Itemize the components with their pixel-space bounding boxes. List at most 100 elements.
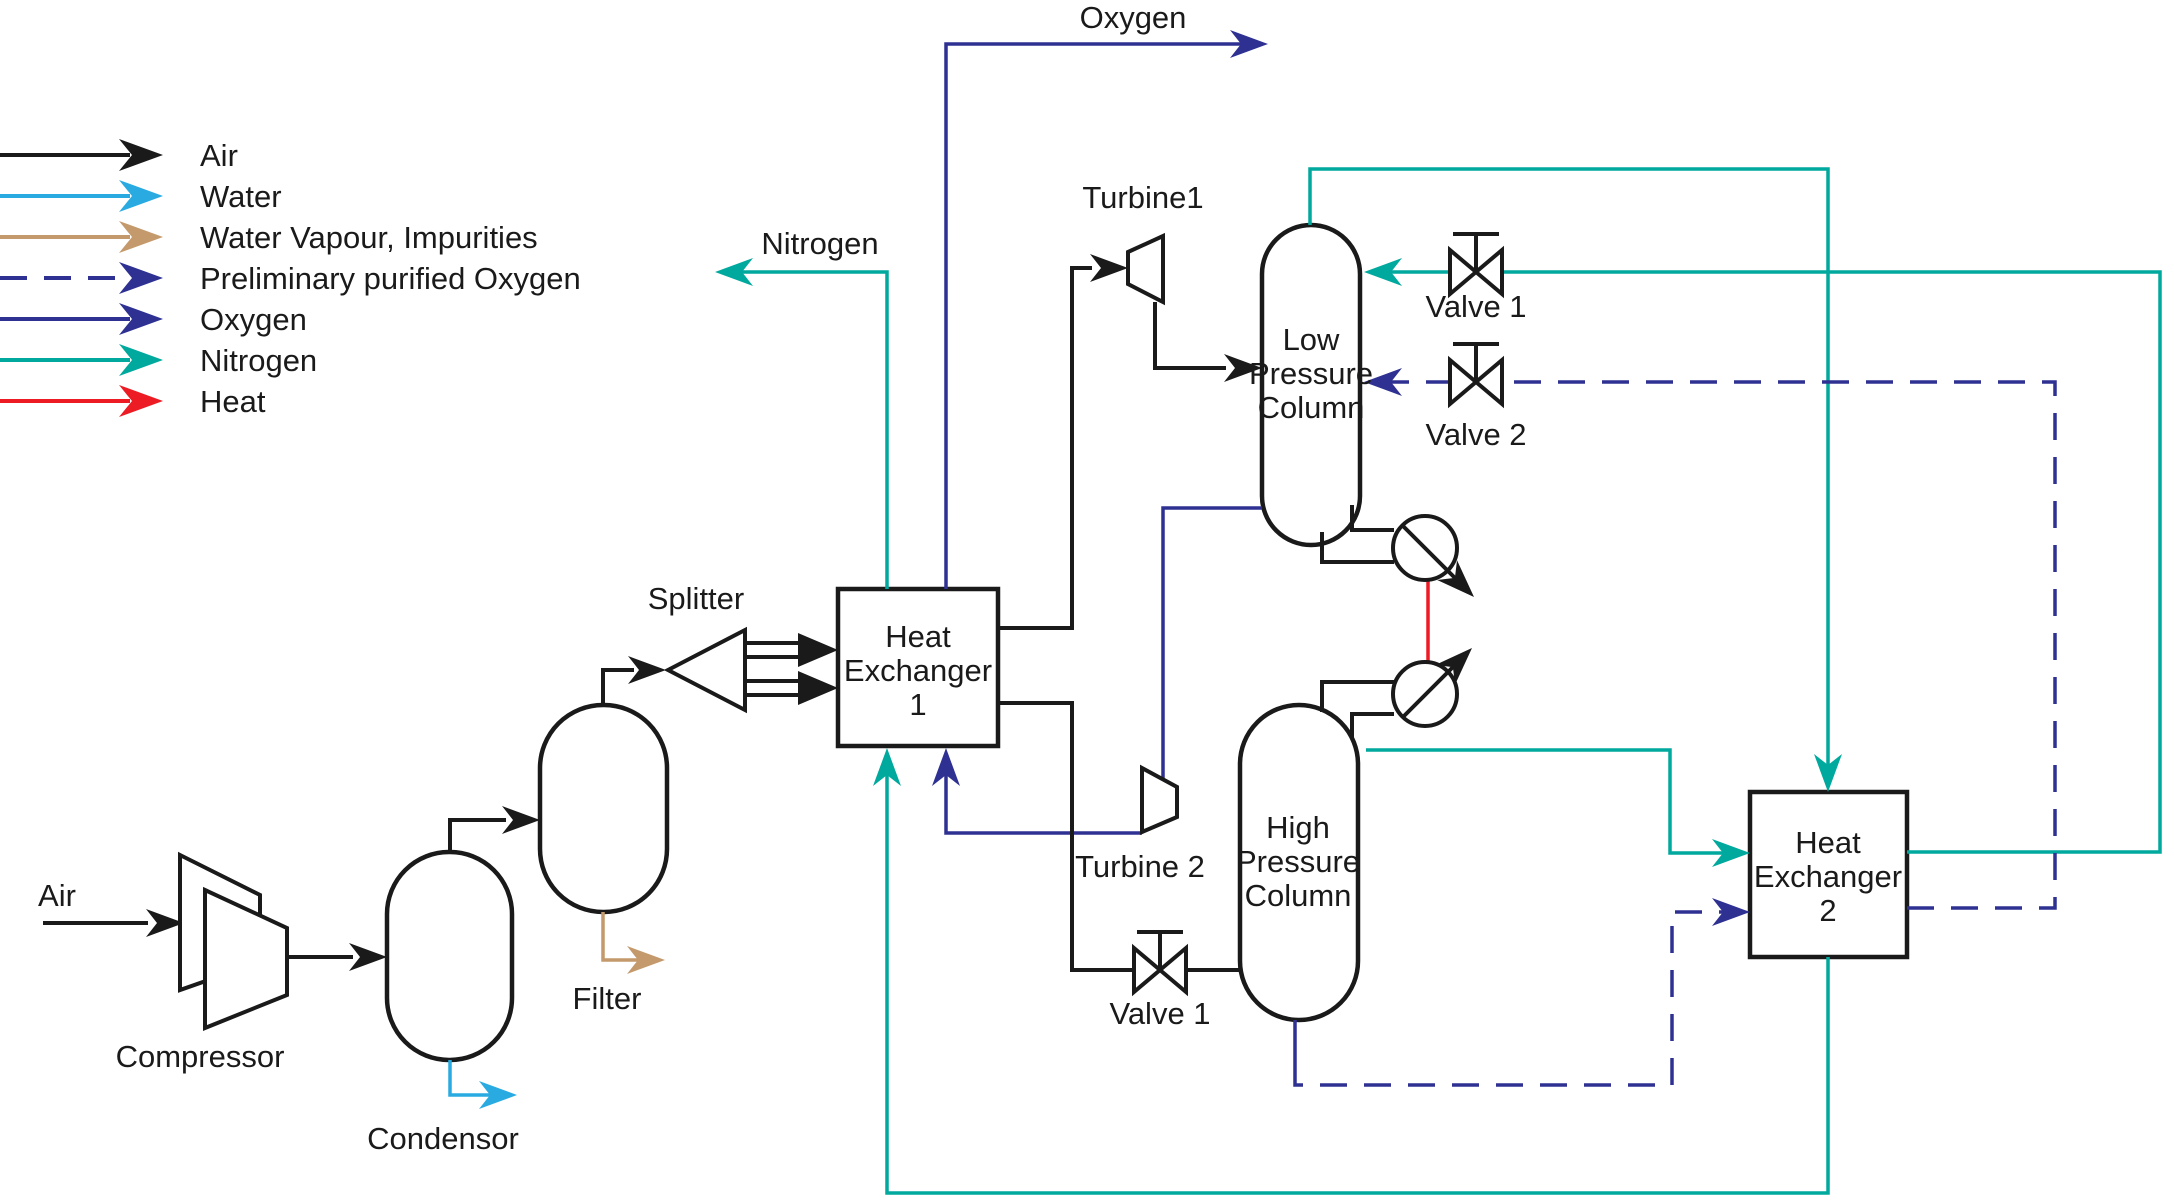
lpc-pump-duct <box>1320 532 1394 564</box>
valve2-left-wedge <box>1448 355 1480 409</box>
air-feed-label: Air <box>38 878 76 913</box>
turbine2-label: Turbine 2 <box>1075 849 1205 884</box>
hx1-label-line2: Exchanger <box>844 653 992 688</box>
vapour-drain-arrow-icon <box>627 946 665 974</box>
nitrogen-outlet-label: Nitrogen <box>761 226 878 261</box>
prelim-oxygen-into-lpc-arrow-icon <box>1364 368 1402 396</box>
pump-bottom-icon <box>1391 648 1472 728</box>
pump-top-icon <box>1391 514 1474 597</box>
oxygen-outlet-label: Oxygen <box>1080 0 1187 35</box>
valve1-top-stem <box>1453 232 1499 270</box>
splitter-label: Splitter <box>648 581 744 616</box>
splitter-hx1-lower-arrow-icon <box>798 671 838 705</box>
compressor-outlet-arrow-icon <box>349 943 387 971</box>
valve1-bottom-label: Valve 1 <box>1109 996 1210 1031</box>
filter-label: Filter <box>573 981 642 1016</box>
lpc-label-line2: Pressure <box>1249 356 1373 391</box>
stream-vapour-drain <box>601 912 653 962</box>
legend-item-water: Water <box>0 179 282 214</box>
hx2-label-line2: Exchanger <box>1754 859 1902 894</box>
legend-arrow-water-vapour-icon <box>119 221 163 253</box>
hpc-pump-duct-inner <box>1350 712 1394 739</box>
stream-oxygen-lpc-to-turbine2 <box>1161 506 1262 778</box>
stream-nitrogen-hx2-to-valve1 <box>1378 270 2162 854</box>
legend-item-preliminary-oxygen: Preliminary purified Oxygen <box>0 261 581 296</box>
valve2-right-wedge <box>1472 355 1504 409</box>
splitter-hx1-upper-arrow-icon <box>798 633 838 667</box>
lpc-label-line1: Low <box>1283 322 1340 357</box>
pipe-turbine1-to-lpc <box>1153 302 1226 370</box>
stream-nitrogen-hx2-to-hx1 <box>885 756 1830 1195</box>
oxygen-outlet-arrow-icon <box>1230 30 1268 58</box>
compressor-label: Compressor <box>116 1039 285 1074</box>
hx2-label-line3: 2 <box>1819 893 1836 928</box>
legend-arrow-oxygen-icon <box>119 303 163 335</box>
legend-item-water-vapour: Water Vapour, Impurities <box>0 220 538 255</box>
lpc-label-line3: Column <box>1258 390 1365 425</box>
pump-top-diagonal <box>1401 524 1460 583</box>
hx1-label-line3: 1 <box>909 687 926 722</box>
legend-label-nitrogen: Nitrogen <box>200 343 317 378</box>
low-pressure-column-label: Low Pressure Column <box>1249 322 1373 425</box>
nitrogen-into-hx1-arrow-icon <box>873 748 901 786</box>
valve1-top-right-wedge <box>1472 245 1504 299</box>
high-pressure-column-label: High Pressure Column <box>1236 810 1360 913</box>
valve1-top-left-wedge <box>1448 245 1480 299</box>
turbine1-label: Turbine1 <box>1082 180 1203 215</box>
legend-arrow-heat-icon <box>119 385 163 417</box>
filter-outlet-arrow-icon <box>628 656 666 684</box>
valve1-bottom-stem <box>1137 930 1183 968</box>
filter-vessel <box>537 702 670 915</box>
legend-item-heat: Heat <box>0 384 266 419</box>
heat-exchanger-1-label: Heat Exchanger 1 <box>844 619 992 722</box>
stream-nitrogen-outlet <box>730 270 889 589</box>
legend: Air Water Water Vapour, Impurities Preli… <box>0 138 581 419</box>
valve2-icon <box>1448 342 1504 409</box>
legend-label-air: Air <box>200 138 238 173</box>
nitrogen-into-lpc-arrow-icon <box>1364 258 1402 286</box>
stream-oxygen-turbine2-to-hx1 <box>944 756 1142 835</box>
pipe-hx1-to-valve1-bottom <box>998 701 1134 972</box>
legend-arrow-air-icon <box>119 139 163 171</box>
legend-item-air: Air <box>0 138 238 173</box>
turbine1-icon <box>1126 232 1165 306</box>
legend-label-oxygen: Oxygen <box>200 302 307 337</box>
valve1-top-icon <box>1448 232 1504 299</box>
pump-bottom-arrow-icon <box>1435 648 1472 685</box>
legend-arrow-water-icon <box>119 180 163 212</box>
stream-prelim-oxygen-hpc-to-hx2 <box>1293 910 1740 1087</box>
valve1-bottom-icon <box>1132 930 1188 997</box>
heat-exchanger-2-box <box>1747 789 1910 960</box>
legend-label-water-vapour: Water Vapour, Impurities <box>200 220 538 255</box>
legend-arrow-preliminary-oxygen-icon <box>119 262 163 294</box>
condensor-vessel <box>384 849 515 1063</box>
legend-label-preliminary-oxygen: Preliminary purified Oxygen <box>200 261 581 296</box>
legend-label-heat: Heat <box>200 384 266 419</box>
oxygen-into-hx1-arrow-icon <box>932 748 960 786</box>
condensor-outlet-arrow-icon <box>502 806 540 834</box>
valve1-bottom-right-wedge <box>1156 943 1188 997</box>
high-pressure-column-vessel <box>1237 702 1361 1023</box>
stream-nitrogen-lpc-to-hx2 <box>1308 167 1830 784</box>
heat-exchanger-2-label: Heat Exchanger 2 <box>1754 825 1902 928</box>
lpc-pump-duct-inner <box>1350 505 1394 532</box>
legend-item-oxygen: Oxygen <box>0 302 307 337</box>
hpc-pump-duct <box>1320 680 1394 712</box>
pipe-splitter-to-hx1-lower <box>745 679 801 697</box>
hpc-label-line3: Column <box>1245 878 1352 913</box>
turbine2-icon <box>1140 764 1179 836</box>
heat-exchanger-1-box <box>835 586 1001 749</box>
hx1-label-line1: Heat <box>885 619 951 654</box>
stream-water-drain <box>448 1060 505 1097</box>
pump-top-arrow-icon <box>1437 560 1474 597</box>
turbine1-inlet-arrow-icon <box>1090 254 1128 282</box>
splitter-icon <box>663 626 747 714</box>
stream-prelim-oxygen-hx2-to-valve2 <box>1378 380 2057 910</box>
nitrogen-outlet-arrow-icon <box>715 258 753 286</box>
valve1-top-label: Valve 1 <box>1425 289 1526 324</box>
pipe-splitter-to-hx1-upper <box>745 641 801 659</box>
legend-item-nitrogen: Nitrogen <box>0 343 317 378</box>
stream-oxygen-outlet <box>944 42 1254 589</box>
